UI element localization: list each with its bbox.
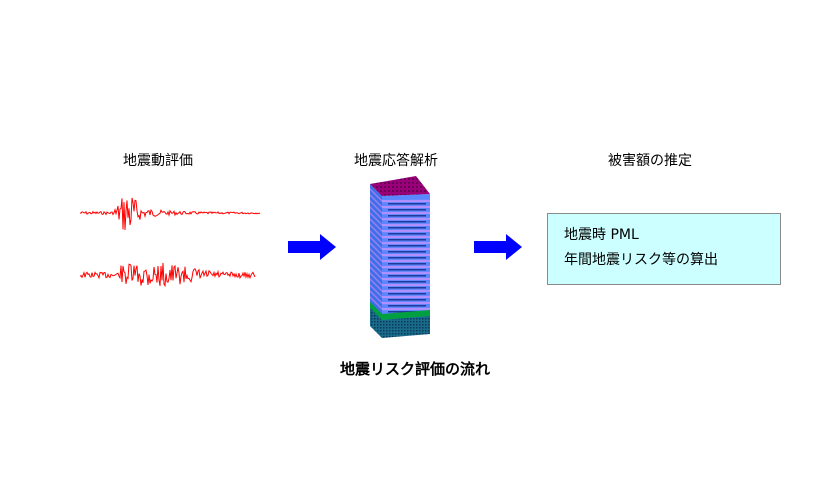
- building-window-row: [388, 233, 426, 235]
- building-side-band: [370, 188, 382, 202]
- seismic-waveform-1: [80, 197, 261, 231]
- result-line-pml: 地震時 PML: [564, 227, 639, 243]
- building-side-band: [370, 290, 382, 304]
- step-label-damage-estimate: 被害額の推定: [608, 153, 692, 169]
- building-floor-band: [382, 259, 430, 263]
- building-floor-band: [382, 205, 430, 209]
- building-floor-band: [382, 223, 430, 227]
- step-label-ground-motion: 地震動評価: [123, 153, 193, 169]
- building-side-band: [370, 248, 382, 262]
- step-label-response-analysis: 地震応答解析: [354, 153, 438, 169]
- building-window-row: [388, 281, 426, 283]
- building-window-row: [388, 293, 426, 295]
- building-floor-band: [382, 247, 430, 251]
- building-floor-band: [382, 235, 430, 239]
- building-floor-band: [382, 289, 430, 293]
- building-side-band: [370, 224, 382, 238]
- building-model-image: [370, 176, 430, 338]
- building-floor-band: [382, 241, 430, 245]
- building-floor-band: [382, 265, 430, 269]
- building-window-row: [388, 269, 426, 271]
- building-window-row: [388, 287, 426, 289]
- building-window-row: [388, 215, 426, 217]
- diagram-caption: 地震リスク評価の流れ: [340, 360, 491, 378]
- building-floor-band: [382, 301, 430, 305]
- result-line-annual-risk: 年間地震リスク等の算出: [564, 252, 718, 268]
- building-floor-band: [382, 211, 430, 215]
- building-side-band: [370, 200, 382, 214]
- building-window-row: [388, 275, 426, 277]
- building-side-band: [370, 266, 382, 280]
- building-side-band: [370, 242, 382, 256]
- building-floor-band: [382, 283, 430, 287]
- building-side-band: [370, 206, 382, 220]
- building-floor-band: [382, 199, 430, 203]
- building-window-row: [388, 239, 426, 241]
- building-side-band: [370, 236, 382, 250]
- building-side-band: [370, 212, 382, 226]
- seismic-waveform-2: [80, 262, 256, 288]
- building-floor-band: [382, 229, 430, 233]
- building-window-row: [388, 299, 426, 301]
- building-floor-band: [382, 217, 430, 221]
- building-window-row: [388, 221, 426, 223]
- building-side-band: [370, 254, 382, 268]
- building-window-row: [388, 257, 426, 259]
- building-side-band: [370, 194, 382, 208]
- building-floor-band: [382, 271, 430, 275]
- building-side-band: [370, 218, 382, 232]
- building-window-row: [388, 305, 426, 307]
- building-side-band: [370, 272, 382, 286]
- building-window-row: [388, 311, 426, 313]
- building-side-band: [370, 260, 382, 274]
- right-arrow-icon: [288, 234, 336, 260]
- building-window-row: [388, 263, 426, 265]
- building-window-row: [388, 209, 426, 211]
- result-box: 地震時 PML 年間地震リスク等の算出: [547, 213, 781, 285]
- building-side-band: [370, 296, 382, 310]
- building-window-row: [388, 203, 426, 205]
- building-floor-band: [382, 253, 430, 257]
- building-side-band: [370, 230, 382, 244]
- building-window-row: [388, 227, 426, 229]
- right-arrow-icon: [474, 234, 522, 260]
- building-side-band: [370, 278, 382, 292]
- building-floor-band: [382, 307, 430, 311]
- building-window-row: [388, 245, 426, 247]
- building-floor-band: [382, 277, 430, 281]
- building-side-band: [370, 284, 382, 298]
- building-window-row: [388, 251, 426, 253]
- building-floor-band: [382, 295, 430, 299]
